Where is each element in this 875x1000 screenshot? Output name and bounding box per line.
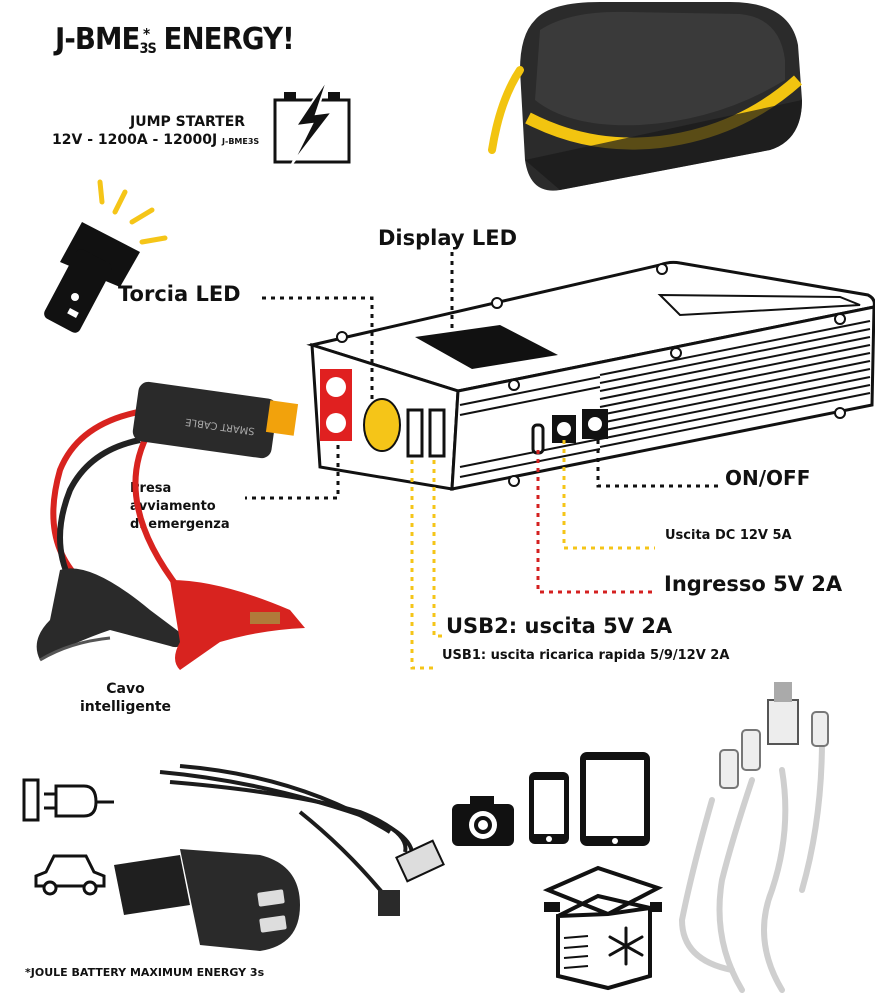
jump-starter-specs: 12V - 1200A - 12000J J-BME3S [52,132,259,148]
flashlight-icon [44,179,168,333]
emergency-line-1: Presa [130,481,172,496]
brand-suffix: ENERGY! [163,22,295,57]
usb1-label: USB1: uscita ricarica rapida 5/9/12V 2A [442,648,730,663]
torch-lens [363,398,401,452]
specs-text: 12V - 1200A - 12000J [52,132,218,148]
footnote: *JOULE BATTERY MAXIMUM ENERGY 3s [25,966,265,979]
brand-prefix: J-BME [55,22,140,57]
car-charger-image [114,849,300,951]
dc-out-label: Uscita DC 12V 5A [665,528,792,543]
brand-title: J-BME3S* ENERGY! [55,22,295,57]
specs-unit: J-BME3S [222,137,260,146]
phone-icon [529,772,569,844]
cooler-box-icon [542,865,664,991]
multi-usb-cable-image [678,682,829,993]
usb1-port [406,408,424,458]
emergency-socket-label: Presa avviamento di emergenza [130,480,230,534]
input-label: Ingresso 5V 2A [664,572,843,596]
tablet-icon [580,752,650,846]
battery-bolt-icon [273,77,351,165]
brand-star: * [143,25,150,43]
wall-charger-icon [22,778,114,822]
emergency-line-2: avviamento [130,499,216,514]
display-label: Display LED [378,226,518,250]
led-display [415,325,558,369]
cable-line-2: intelligente [80,699,172,715]
smart-cable-image: SMART CABLE [36,381,305,670]
usb2-label: USB2: uscita 5V 2A [446,614,673,638]
usb-cable-image [159,764,445,916]
jump-starter-label: JUMP STARTER [130,114,246,130]
smart-cable-label: Cavo intelligente [80,680,171,716]
jump-starter-device [306,260,875,491]
car-icon [34,854,106,896]
camera-icon [452,796,514,846]
brand-sub: 3S [139,41,156,57]
carrying-case-image [488,2,803,191]
onoff-label: ON/OFF [725,466,811,490]
usb2-port [428,408,446,458]
emergency-line-3: di emergenza [130,517,230,532]
cable-line-1: Cavo [106,681,145,697]
torch-label: Torcia LED [118,282,241,306]
snowflake-icon [608,926,644,966]
